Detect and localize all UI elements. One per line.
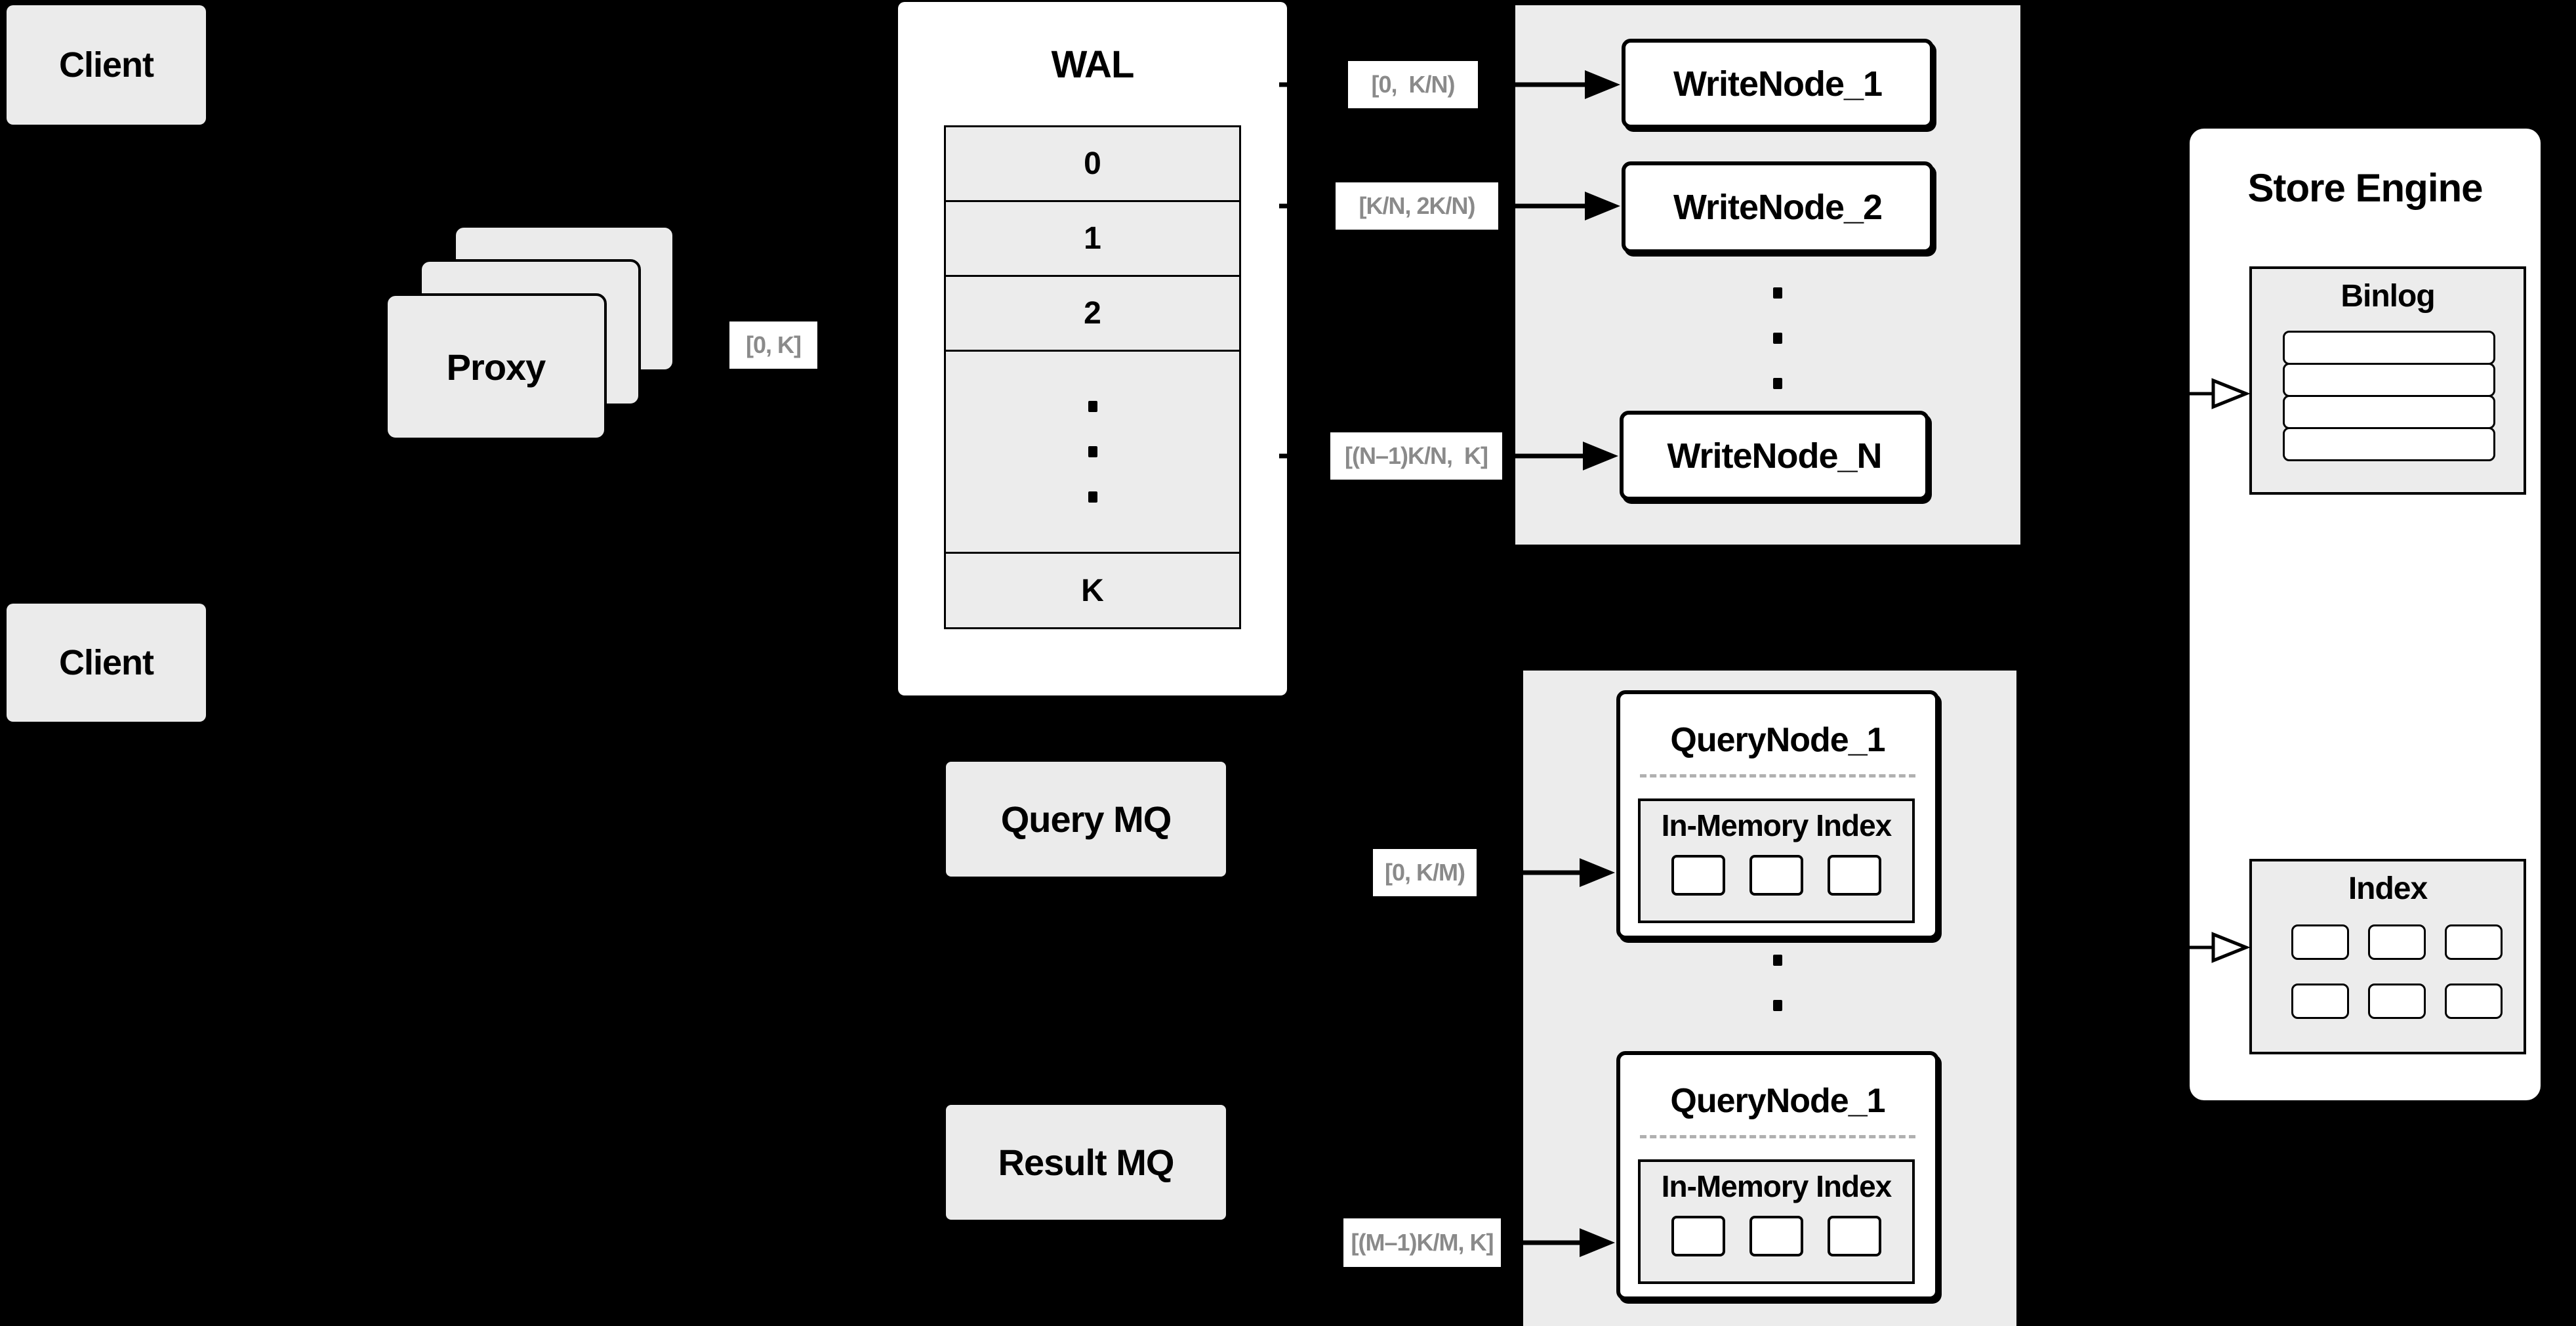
dot-icon [1773, 955, 1782, 966]
wal-node: WAL 0 1 2 K [898, 2, 1287, 695]
index-cell [2445, 984, 2503, 1019]
binlog-rows [2283, 331, 2495, 461]
range-label-query-first-text: [0, K/M) [1385, 859, 1465, 886]
wal-row-ellipsis [944, 350, 1241, 554]
store-engine-title: Store Engine [2247, 166, 2483, 210]
ellipsis-dots [1773, 287, 1782, 389]
client-node-top: Client [7, 5, 206, 125]
index-cell [2291, 984, 2349, 1019]
range-label-write-n: [(N–1)K/N, K] [1330, 432, 1502, 480]
binlog-row [2283, 331, 2495, 365]
in-memory-index-title: In-Memory Index [1661, 808, 1892, 842]
index-segment [1828, 1216, 1881, 1256]
index-segments [1671, 855, 1881, 896]
proxy-node: Proxy [385, 293, 607, 440]
wal-row-2-label: 2 [1084, 296, 1101, 331]
in-memory-index-box: In-Memory Index [1638, 798, 1915, 923]
range-label-write-1-text: [0, K/N) [1371, 71, 1455, 98]
wal-row-k-label: K [1081, 573, 1104, 608]
index-cells-row [2291, 924, 2503, 960]
binlog-row [2283, 395, 2495, 429]
wal-row-k: K [944, 552, 1241, 629]
query-node-top: QueryNode_1 In-Memory Index [1616, 690, 1939, 940]
query-node-bottom-title: QueryNode_1 [1670, 1082, 1885, 1120]
binlog-row [2283, 427, 2495, 461]
write-node-2-label: WriteNode_2 [1673, 188, 1883, 227]
result-mq-label: Result MQ [998, 1142, 1175, 1183]
in-memory-index-box: In-Memory Index [1638, 1159, 1915, 1284]
dashed-divider [1640, 1135, 1915, 1138]
wal-row-0-label: 0 [1084, 146, 1101, 181]
range-label-write-n-text: [(N–1)K/N, K] [1345, 442, 1488, 469]
client-node-bottom: Client [7, 604, 206, 722]
index-segment [1828, 855, 1881, 896]
query-node-top-title: QueryNode_1 [1670, 721, 1885, 759]
range-label-query-first: [0, K/M) [1373, 849, 1477, 896]
in-memory-index-title: In-Memory Index [1661, 1169, 1892, 1203]
dot-icon [1773, 1000, 1782, 1011]
ellipsis-dots [1773, 955, 1782, 1011]
wal-row-1: 1 [944, 200, 1241, 277]
index-cell [2445, 924, 2503, 960]
query-mq-node: Query MQ [946, 762, 1226, 877]
query-node-bottom: QueryNode_1 In-Memory Index [1616, 1051, 1939, 1300]
binlog-row [2283, 363, 2495, 397]
range-label-proxy-to-wal: [0, K] [729, 321, 817, 369]
index-segment [1671, 855, 1725, 896]
write-node-1-label: WriteNode_1 [1673, 64, 1883, 104]
client-top-label: Client [58, 45, 154, 85]
range-label-write-2-text: [K/N, 2K/N) [1359, 192, 1476, 219]
index-title: Index [2348, 871, 2428, 906]
index-cells-row [2291, 984, 2503, 1019]
wal-row-1-label: 1 [1084, 221, 1101, 256]
dashed-divider [1640, 774, 1915, 777]
wal-slot-table: 0 1 2 K [944, 125, 1241, 629]
dot-icon [1773, 287, 1782, 299]
range-label-write-1: [0, K/N) [1348, 61, 1478, 108]
write-node-2: WriteNode_2 [1622, 161, 1934, 253]
dot-icon [1773, 333, 1782, 344]
query-mq-label: Query MQ [1000, 798, 1172, 840]
index-segments [1671, 1216, 1881, 1256]
range-label-query-last: [(M–1)K/M, K] [1343, 1218, 1501, 1267]
write-node-1: WriteNode_1 [1622, 39, 1934, 129]
wal-title: WAL [1051, 43, 1135, 86]
index-segment [1671, 1216, 1725, 1256]
dot-icon [1088, 491, 1097, 503]
dot-icon [1088, 401, 1097, 412]
binlog-panel: Binlog [2249, 266, 2526, 495]
index-segment [1749, 1216, 1803, 1256]
result-mq-node: Result MQ [946, 1105, 1226, 1220]
dot-icon [1773, 378, 1782, 389]
dot-icon [1088, 446, 1097, 457]
store-engine-node: Store Engine Binlog Index [2190, 129, 2541, 1100]
index-panel: Index [2249, 859, 2526, 1054]
write-node-n-label: WriteNode_N [1667, 436, 1882, 476]
range-label-query-last-text: [(M–1)K/M, K] [1351, 1229, 1494, 1256]
range-label-proxy-to-wal-text: [0, K] [746, 331, 802, 358]
index-segment [1749, 855, 1803, 896]
index-cell [2291, 924, 2349, 960]
write-node-n: WriteNode_N [1620, 411, 1929, 501]
ellipsis-dots [1088, 401, 1097, 503]
wal-row-0: 0 [944, 125, 1241, 202]
index-cell [2368, 924, 2426, 960]
proxy-label: Proxy [446, 346, 546, 388]
wal-row-2: 2 [944, 275, 1241, 352]
binlog-title: Binlog [2341, 279, 2435, 314]
range-label-write-2: [K/N, 2K/N) [1336, 182, 1498, 230]
index-cell [2368, 984, 2426, 1019]
client-bottom-label: Client [58, 643, 154, 682]
